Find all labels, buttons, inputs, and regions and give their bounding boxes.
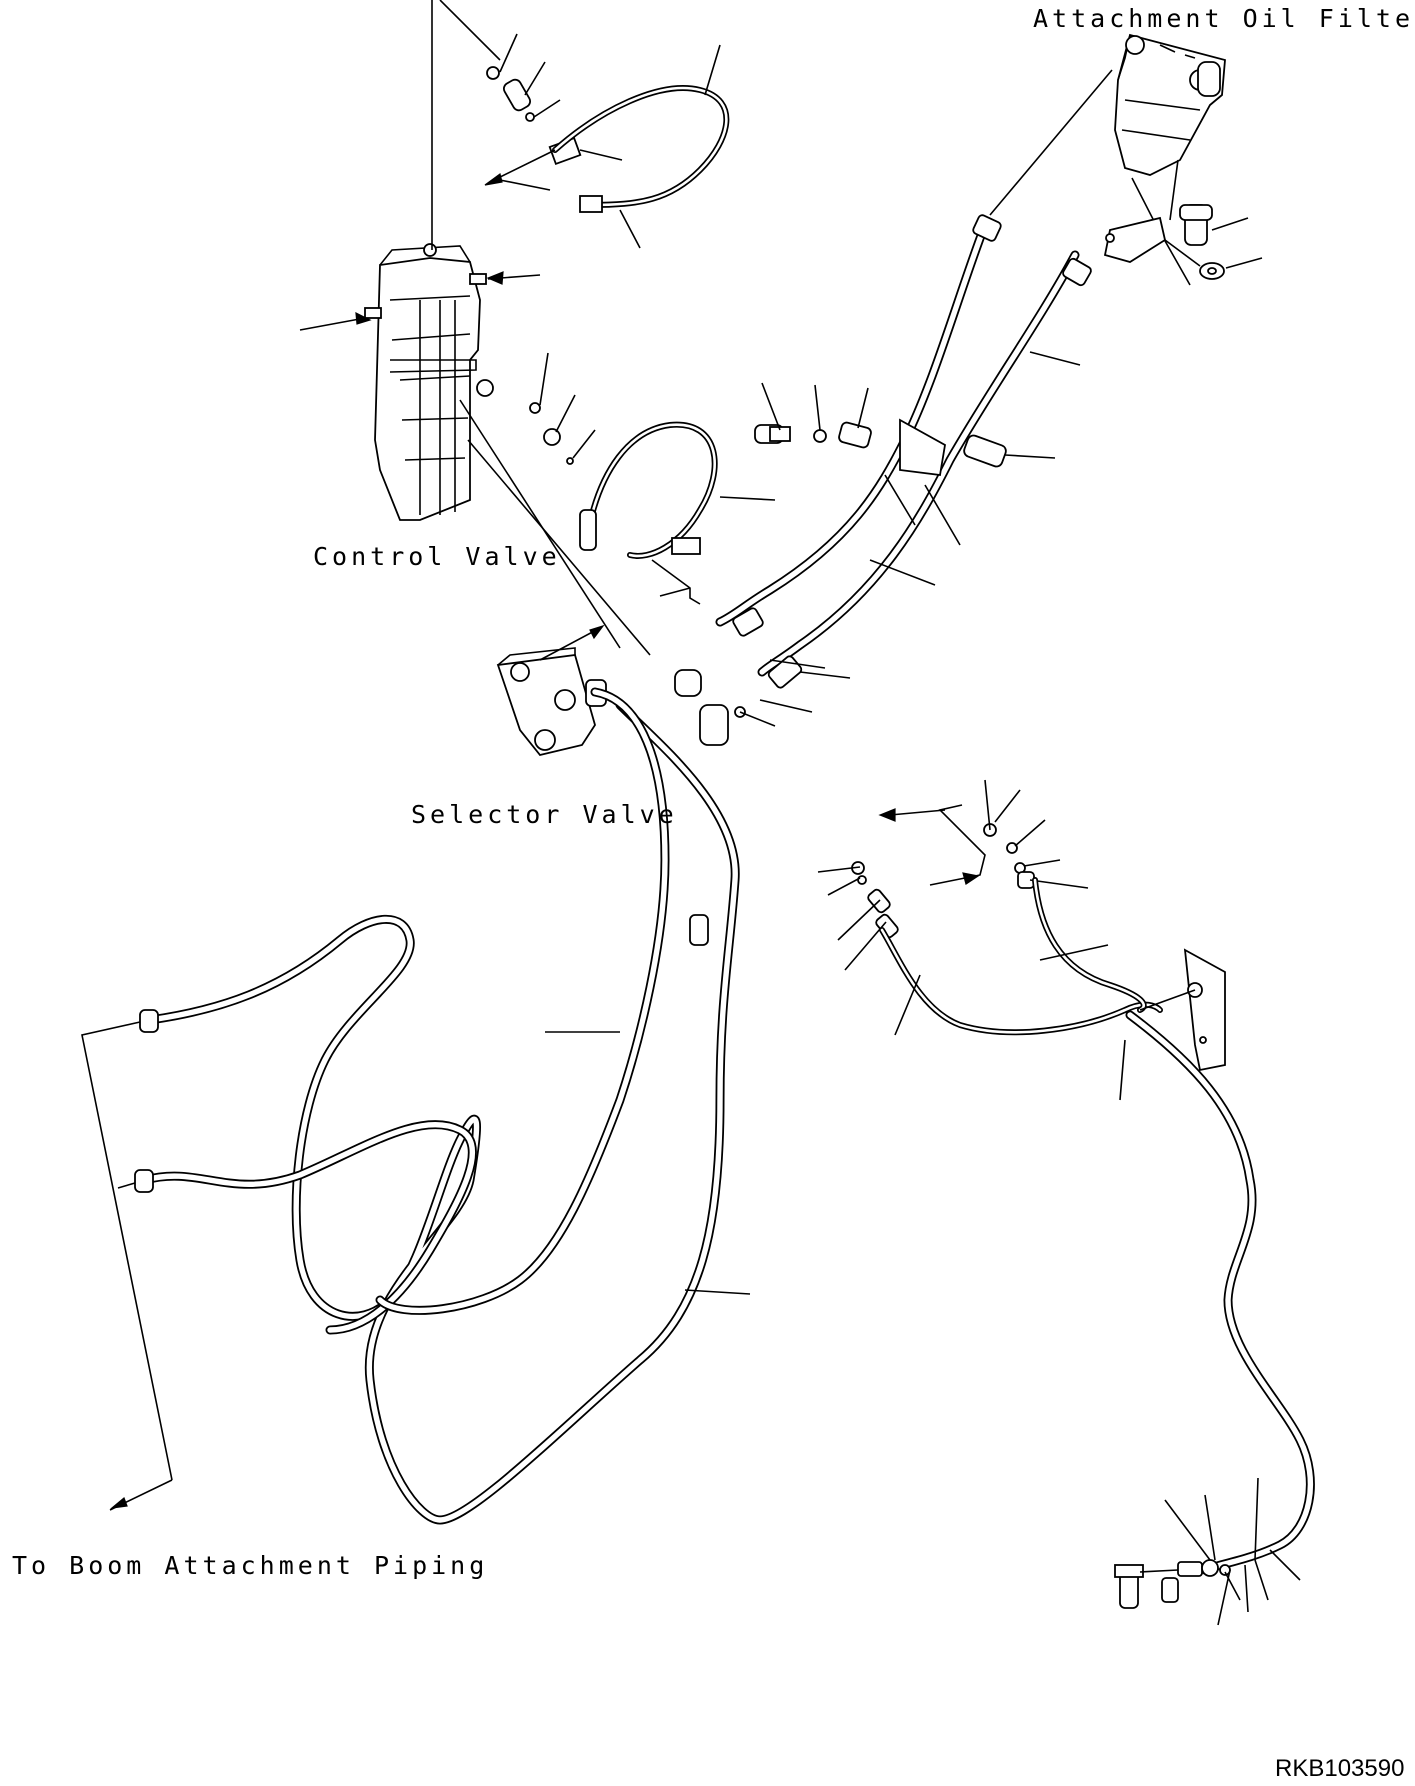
label-to-boom-attachment-piping: To Boom Attachment Piping — [12, 1551, 489, 1580]
bolt-and-washer — [1179, 204, 1263, 280]
boom-hoses-left — [134, 687, 751, 1525]
label-selector-valve: Selector Valve — [411, 800, 678, 829]
middle-fittings — [529, 352, 596, 465]
selector-valve — [496, 624, 826, 757]
drawing-code: RKB103590 — [1275, 1755, 1405, 1782]
label-control-valve: Control Valve — [313, 542, 561, 571]
second-loop-hose — [579, 421, 776, 605]
filter-bracket — [1103, 159, 1201, 267]
upper-loop-hose — [552, 44, 730, 213]
clamp-parts — [754, 382, 1056, 477]
label-attachment-oil-filter: Attachment Oil Filter — [1033, 4, 1415, 33]
control-valve — [364, 243, 494, 521]
attachment-oil-filter — [1114, 33, 1226, 176]
right-piping — [817, 779, 1315, 1626]
filter-hoses — [715, 214, 1092, 689]
flow-arrows — [355, 149, 556, 325]
